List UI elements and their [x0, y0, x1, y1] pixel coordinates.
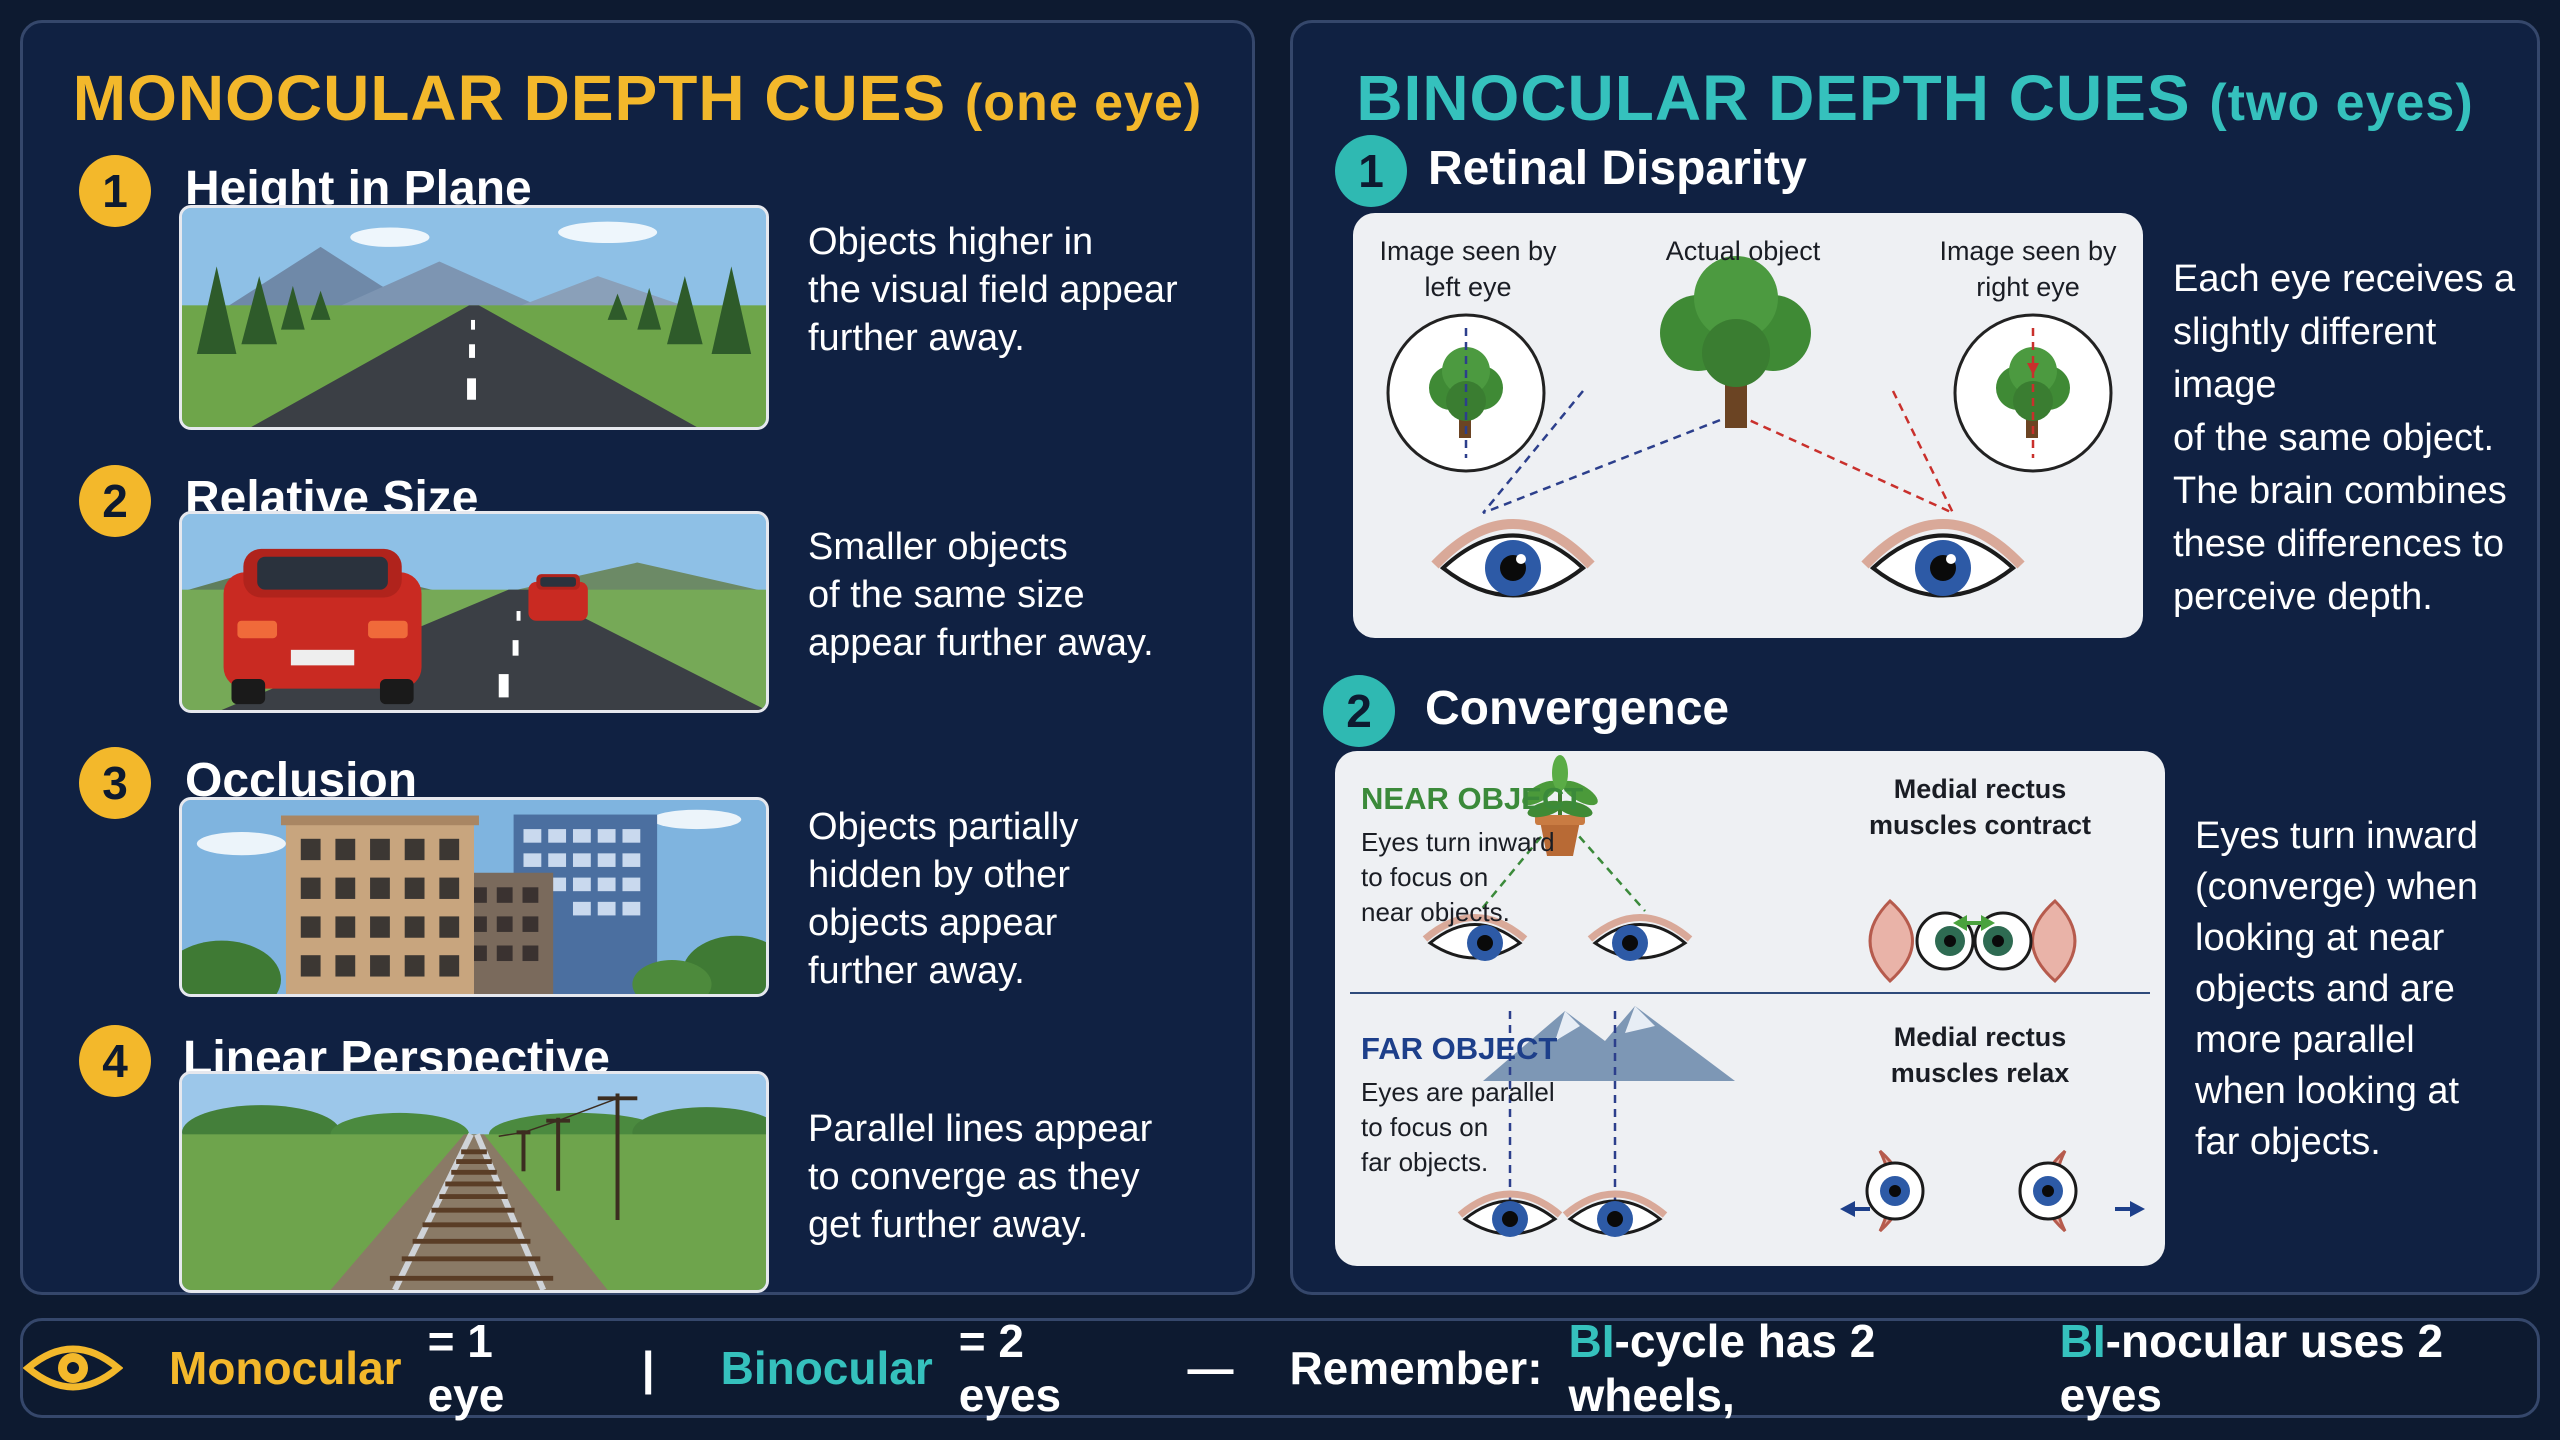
- cue-4-line: to converge as they: [808, 1156, 1140, 1198]
- near-muscle-label: Medial rectus muscles contract: [1855, 771, 2105, 843]
- relative-size-image: [179, 511, 769, 713]
- left-eye-label-line: Image seen by: [1379, 236, 1557, 266]
- convergence-number: 2: [1323, 675, 1395, 747]
- convergence-diagram: NEAR OBJECT Eyes turn inward to focus on…: [1335, 751, 2165, 1266]
- bi-prefix: BI: [2059, 1315, 2106, 1367]
- disparity-description: Each eye receives a slightly different i…: [2173, 253, 2537, 624]
- disparity-number: 1: [1335, 135, 1407, 207]
- disparity-diagram: Image seen by left eye Actual object Ima…: [1353, 213, 2143, 638]
- far-object-description: Eyes are parallel to focus on far object…: [1361, 1075, 1555, 1180]
- convergence-line: more parallel: [2195, 1019, 2415, 1061]
- cue-1-description: Objects higher in the visual field appea…: [808, 218, 1178, 362]
- monocular-equals: = 1 eye: [427, 1315, 505, 1421]
- cue-4-description: Parallel lines appear to converge as the…: [808, 1105, 1152, 1249]
- height-in-plane-image: [179, 205, 769, 430]
- cue-1-line: the visual field appear: [808, 269, 1178, 311]
- left-eye-label-line: left eye: [1424, 272, 1512, 302]
- cue-2-number: 2: [79, 465, 151, 537]
- near-muscle-line: Medial rectus: [1893, 774, 2067, 804]
- far-muscle-label: Medial rectus muscles relax: [1855, 1019, 2105, 1091]
- eye-icon: [22, 1338, 124, 1398]
- near-object-label: NEAR OBJECT: [1361, 781, 1584, 816]
- monocular-title-text: MONOCULAR DEPTH CUES: [72, 62, 947, 134]
- monocular-word: Monocular: [169, 1342, 402, 1394]
- remember-label: Remember:: [1289, 1342, 1543, 1394]
- separator-dash: —: [1187, 1342, 1234, 1394]
- cue-3-line: objects appear: [808, 902, 1058, 944]
- far-object-label: FAR OBJECT: [1361, 1031, 1558, 1066]
- cue-1-line: Objects higher in: [808, 221, 1094, 263]
- footer-reminder: Monocular = 1 eye | Binocular = 2 eyes —…: [20, 1315, 2540, 1421]
- disparity-line: these differences to: [2173, 523, 2504, 565]
- bicycle-phrase: BI-cycle has 2 wheels,: [1569, 1314, 2034, 1422]
- binocular-title-text: BINOCULAR DEPTH CUES: [1356, 62, 2191, 134]
- convergence-line: far objects.: [2195, 1121, 2381, 1163]
- binocular-word: Binocular: [720, 1342, 933, 1394]
- disparity-line: The brain combines: [2173, 470, 2507, 512]
- monocular-panel: MONOCULAR DEPTH CUES (one eye) 1 Height …: [20, 20, 1255, 1295]
- right-eye-label: Image seen by right eye: [1923, 233, 2133, 305]
- convergence-line: when looking at: [2195, 1070, 2460, 1112]
- separator-bar: |: [641, 1342, 655, 1394]
- cue-2-line: Smaller objects: [808, 526, 1068, 568]
- bicycle-rest: -cycle has 2 wheels,: [1568, 1315, 1876, 1421]
- convergence-heading: Convergence: [1425, 682, 1730, 735]
- near-line: Eyes turn inward: [1361, 827, 1555, 857]
- disparity-line: Each eye receives a: [2173, 258, 2516, 300]
- actual-object-label-line: Actual object: [1665, 236, 1821, 266]
- far-line: far objects.: [1361, 1147, 1489, 1177]
- cue-2-description: Smaller objects of the same size appear …: [808, 523, 1154, 667]
- convergence-line: (converge) when: [2195, 866, 2479, 908]
- convergence-line: looking at near: [2195, 917, 2445, 959]
- disparity-heading: Retinal Disparity: [1428, 142, 1807, 195]
- monocular-title: MONOCULAR DEPTH CUES (one eye): [23, 61, 1252, 135]
- binocular-title: BINOCULAR DEPTH CUES (two eyes): [1293, 61, 2537, 135]
- monocular-subtitle: (one eye): [964, 74, 1203, 132]
- actual-object-label: Actual object: [1643, 233, 1843, 269]
- linear-perspective-image: [179, 1071, 769, 1293]
- far-muscle-line: Medial rectus: [1893, 1022, 2067, 1052]
- binocular-equals: = 2 eyes: [958, 1315, 1062, 1421]
- right-eye-label-line: Image seen by: [1939, 236, 2117, 266]
- cue-3-line: further away.: [808, 950, 1025, 992]
- near-line: to focus on: [1361, 862, 1489, 892]
- near-line: near objects.: [1361, 897, 1510, 927]
- disparity-line: of the same object.: [2173, 417, 2495, 459]
- binocular-rest: -nocular uses 2 eyes: [2059, 1315, 2444, 1421]
- convergence-description: Eyes turn inward (converge) when looking…: [2195, 811, 2478, 1168]
- cue-2-line: appear further away.: [808, 622, 1154, 664]
- left-eye-label: Image seen by left eye: [1373, 233, 1563, 305]
- far-line: to focus on: [1361, 1112, 1489, 1142]
- near-muscle-line: muscles contract: [1868, 810, 2092, 840]
- cue-3-line: Objects partially: [808, 806, 1079, 848]
- binocular-panel: BINOCULAR DEPTH CUES (two eyes) 1 Retina…: [1290, 20, 2540, 1295]
- cue-1-line: further away.: [808, 317, 1025, 359]
- cue-3-number: 3: [79, 747, 151, 819]
- disparity-line: perceive depth.: [2173, 576, 2433, 618]
- convergence-line: Eyes turn inward: [2195, 815, 2479, 857]
- cue-2-line: of the same size: [808, 574, 1085, 616]
- bi-prefix: BI: [1568, 1315, 1615, 1367]
- cue-4-line: Parallel lines appear: [808, 1108, 1153, 1150]
- occlusion-image: [179, 797, 769, 997]
- far-muscle-line: muscles relax: [1890, 1058, 2070, 1088]
- disparity-line: slightly different image: [2173, 311, 2437, 406]
- cue-3-description: Objects partially hidden by other object…: [808, 803, 1078, 995]
- far-line: Eyes are parallel: [1361, 1077, 1555, 1107]
- binocular-phrase: BI-nocular uses 2 eyes: [2060, 1314, 2537, 1422]
- right-eye-label-line: right eye: [1976, 272, 2080, 302]
- binocular-subtitle: (two eyes): [2209, 74, 2474, 132]
- cue-1-number: 1: [79, 155, 151, 227]
- near-object-description: Eyes turn inward to focus on near object…: [1361, 825, 1555, 930]
- cue-4-number: 4: [79, 1025, 151, 1097]
- convergence-line: objects and are: [2195, 968, 2455, 1010]
- cue-3-line: hidden by other: [808, 854, 1070, 896]
- cue-4-line: get further away.: [808, 1204, 1089, 1246]
